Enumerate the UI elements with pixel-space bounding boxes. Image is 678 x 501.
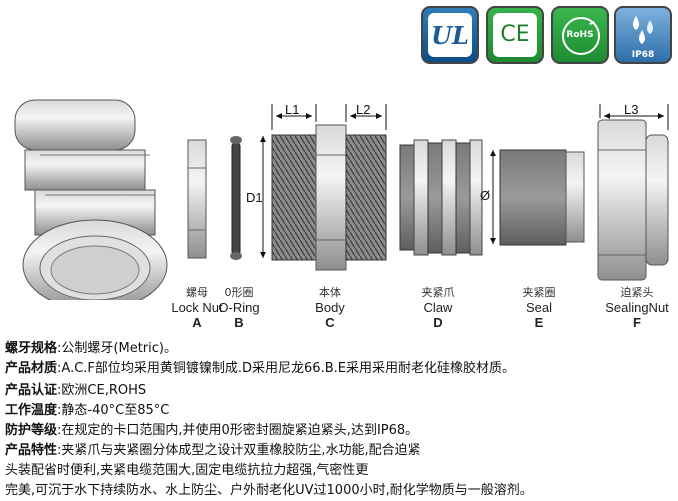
- part-f-letter: F: [633, 315, 641, 330]
- spec-label: 防护等级: [5, 423, 58, 438]
- spec-sep: :: [57, 383, 62, 398]
- part-c-en: Body: [315, 300, 345, 315]
- part-caption-a: 螺母 Lock Nut A: [166, 284, 228, 330]
- part-c-cn: 本体: [319, 286, 341, 299]
- part-e-en: Seal: [525, 300, 553, 315]
- cable-gland-exploded-drawing: [14, 99, 669, 300]
- ce-badge-face: CE: [493, 13, 537, 57]
- spec-value: 在规定的卡口范围内,并使用0形密封圈旋紧迫紧头,达到IP68。: [61, 423, 419, 438]
- spec-line-features-cont-2: 完美,可沉于水下持续防水、水上防尘、户外耐老化UV过1000小时,耐化学物质与一…: [5, 482, 673, 500]
- part-f-cn: 迫紧头: [620, 286, 654, 299]
- dim-label-diameter: Ø: [480, 188, 491, 203]
- water-drops-icon: [633, 16, 653, 44]
- spec-line-certification: 产品认证:欧洲CE,ROHS: [5, 382, 673, 400]
- spec-sep: :: [57, 361, 62, 376]
- part-caption-d: 夹紧爪 Claw D: [410, 284, 466, 330]
- assembled-gland: [14, 99, 168, 300]
- part-b-cn: 0形圈: [224, 286, 254, 299]
- part-a-cn: 螺母: [186, 286, 208, 299]
- part-b-letter: B: [234, 315, 244, 330]
- dim-label-l1: L1: [285, 102, 300, 117]
- ip68-badge: IP68: [614, 6, 672, 64]
- part-d-en: Claw: [423, 300, 453, 315]
- spec-label: 工作温度: [5, 403, 58, 418]
- ul-logo: UL: [431, 21, 469, 50]
- spec-sep: :: [57, 403, 62, 418]
- spec-line-protection: 防护等级:在规定的卡口范围内,并使用0形密封圈旋紧迫紧头,达到IP68。: [5, 422, 673, 440]
- claw-drawing: [399, 139, 483, 256]
- part-b-en: O-Ring: [218, 300, 260, 315]
- rohs-leaf-icon: [562, 17, 600, 55]
- spec-label: 螺牙规格: [5, 341, 58, 356]
- body-drawing: [271, 124, 387, 271]
- dim-label-d1: D1: [246, 190, 263, 205]
- spec-line-temperature: 工作温度:静态-40°C至85°C: [5, 402, 673, 420]
- part-a-en: Lock Nut: [171, 300, 223, 315]
- spec-line-features-cont-1: 头装配省时便利,夹紧电缆范围大,固定电缆抗拉力超强,气密性更: [5, 462, 673, 480]
- spec-label: 产品认证: [5, 383, 58, 398]
- o-ring-drawing: [230, 136, 242, 260]
- part-d-letter: D: [433, 315, 443, 330]
- part-a-letter: A: [192, 315, 202, 330]
- spec-sep: :: [57, 443, 62, 458]
- spec-line-thread: 螺牙规格:公制螺牙(Metric)。: [5, 340, 673, 358]
- spec-value: 完美,可沉于水下持续防水、水上防尘、户外耐老化UV过1000小时,耐化学物质与一…: [5, 483, 533, 498]
- spec-sep: :: [57, 341, 62, 356]
- ce-logo: CE: [500, 22, 530, 47]
- spec-value: 公制螺牙(Metric)。: [61, 341, 177, 356]
- rohs-logo: RoHS: [566, 30, 594, 40]
- part-c-letter: C: [325, 315, 335, 330]
- part-d-cn: 夹紧爪: [421, 286, 455, 299]
- spec-value: A.C.F部位均采用黄铜镀镍制成.D采用尼龙66.B.E采用采用耐老化硅橡胶材质…: [61, 361, 515, 376]
- sealing-nut-drawing: [597, 119, 669, 281]
- spec-value: 头装配省时便利,夹紧电缆范围大,固定电缆抗拉力超强,气密性更: [5, 463, 369, 478]
- part-e-letter: E: [534, 315, 544, 330]
- part-e-cn: 夹紧圈: [522, 286, 556, 299]
- part-caption-b: 0形圈 O-Ring B: [212, 284, 266, 330]
- part-caption-c: 本体 Body C: [305, 284, 355, 330]
- spec-sep: :: [57, 423, 62, 438]
- spec-line-features: 产品特性:夹紧爪与夹紧圈分体成型之设计双重橡胶防尘,水功能,配合迫紧: [5, 442, 673, 460]
- spec-value: 夹紧爪与夹紧圈分体成型之设计双重橡胶防尘,水功能,配合迫紧: [61, 443, 421, 458]
- part-caption-e: 夹紧圈 Seal E: [511, 284, 567, 330]
- spec-line-material: 产品材质:A.C.F部位均采用黄铜镀镍制成.D采用尼龙66.B.E采用采用耐老化…: [5, 360, 673, 378]
- spec-label: 产品特性: [5, 443, 58, 458]
- rohs-badge: RoHS: [551, 6, 609, 64]
- ul-badge: UL: [421, 6, 479, 64]
- seal-drawing: [499, 149, 585, 246]
- ul-badge-face: UL: [428, 13, 472, 57]
- dim-label-l2: L2: [356, 102, 371, 117]
- lock-nut-drawing: [187, 139, 207, 259]
- ce-badge: CE: [486, 6, 544, 64]
- spec-label: 产品材质: [5, 361, 58, 376]
- ip68-label: IP68: [631, 50, 655, 60]
- dim-label-l3: L3: [624, 102, 639, 117]
- spec-value: 欧洲CE,ROHS: [61, 383, 147, 398]
- spec-value: 静态-40°C至85°C: [61, 403, 170, 418]
- dimension-arrows: [260, 113, 664, 258]
- part-f-en: SealingNut: [605, 300, 669, 315]
- part-caption-f: 迫紧头 SealingNut F: [598, 284, 676, 330]
